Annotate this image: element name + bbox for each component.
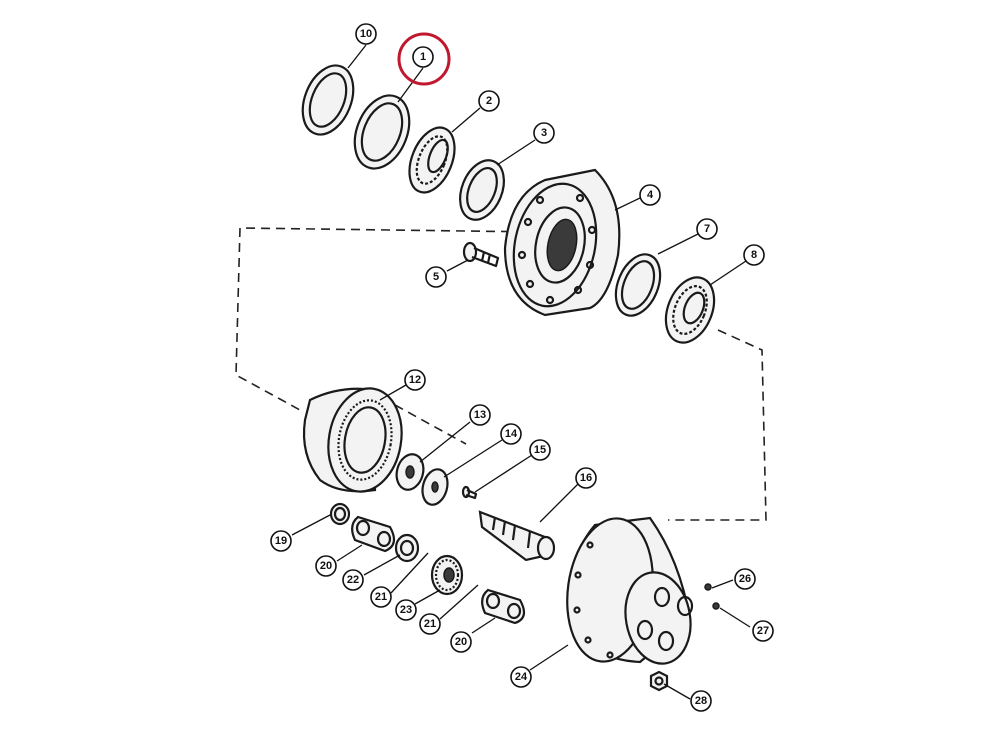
callout-24-label: 24 — [515, 671, 528, 683]
callout-27: 27 — [752, 620, 774, 642]
callout-20-lower: 20 — [450, 631, 472, 653]
callout-23: 23 — [395, 599, 417, 621]
callout-20-lower-label: 20 — [455, 636, 467, 648]
callout-20-upper-label: 20 — [320, 560, 332, 572]
callout-7-label: 7 — [704, 223, 710, 235]
callout-7: 7 — [696, 218, 718, 240]
callout-2: 2 — [478, 90, 500, 112]
callout-3: 3 — [533, 122, 555, 144]
part-20-washer-lower — [481, 588, 526, 625]
part-5-wheel-stud — [462, 241, 500, 268]
part-28-nut — [649, 670, 669, 692]
part-22-bushing — [394, 533, 420, 563]
callout-10-label: 10 — [360, 28, 372, 40]
callout-12: 12 — [404, 369, 426, 391]
callout-20-upper: 20 — [315, 555, 337, 577]
callout-15: 15 — [529, 439, 551, 461]
callout-21-left: 21 — [370, 586, 392, 608]
callout-26: 26 — [734, 568, 756, 590]
callout-14: 14 — [500, 423, 522, 445]
callout-13-label: 13 — [474, 409, 486, 421]
callout-26-label: 26 — [739, 573, 751, 585]
part-4-wheel-hub — [503, 168, 621, 317]
part-1-bearing-cup — [353, 94, 411, 170]
callout-22-label: 22 — [347, 574, 359, 586]
part-27-plug — [712, 602, 720, 610]
part-10-seal — [301, 64, 355, 136]
callout-21-left-label: 21 — [375, 591, 387, 603]
part-16-shaft — [478, 510, 556, 562]
callout-21-right: 21 — [419, 613, 441, 635]
part-7-bearing-cup — [614, 253, 662, 317]
part-14-plate — [421, 468, 449, 506]
callout-14-label: 14 — [505, 428, 518, 440]
part-13-thrust-washer — [395, 453, 425, 491]
part-2-roller-bearing — [408, 126, 456, 194]
part-20-washer-upper — [351, 515, 396, 553]
callout-19-label: 19 — [275, 535, 287, 547]
callout-19: 19 — [270, 530, 292, 552]
callout-8: 8 — [743, 244, 765, 266]
part-19-snap-ring — [329, 502, 351, 526]
callout-27-label: 27 — [757, 625, 769, 637]
assembly-boundary — [235, 227, 767, 521]
part-3-ring — [459, 159, 505, 221]
callout-28-label: 28 — [695, 695, 707, 707]
callout-5-label: 5 — [433, 271, 439, 283]
callout-21-right-label: 21 — [424, 618, 436, 630]
callout-16: 16 — [575, 467, 597, 489]
callout-13: 13 — [469, 404, 491, 426]
callout-28: 28 — [690, 690, 712, 712]
callout-22: 22 — [342, 569, 364, 591]
callout-1-label: 1 — [420, 51, 426, 63]
part-26-plug — [704, 583, 712, 591]
callout-4: 4 — [639, 184, 661, 206]
callout-15-label: 15 — [534, 444, 546, 456]
part-12-ring-gear — [302, 387, 403, 493]
leader-lines — [291, 44, 751, 700]
callout-3-label: 3 — [541, 127, 547, 139]
callout-23-label: 23 — [400, 604, 412, 616]
callout-10: 10 — [355, 23, 377, 45]
part-24-planet-carrier — [566, 516, 694, 665]
callout-4-label: 4 — [647, 189, 654, 201]
callout-16-label: 16 — [580, 472, 592, 484]
callout-5: 5 — [425, 266, 447, 288]
callout-24: 24 — [510, 666, 532, 688]
callout-8-label: 8 — [751, 249, 757, 261]
part-15-screw — [461, 485, 478, 500]
callout-1: 1 — [412, 46, 434, 68]
callout-2-label: 2 — [486, 95, 492, 107]
part-23-planet-gear — [430, 554, 464, 596]
callout-12-label: 12 — [409, 374, 421, 386]
callout-1-highlight — [397, 32, 451, 86]
part-8-roller-bearing — [664, 276, 716, 344]
